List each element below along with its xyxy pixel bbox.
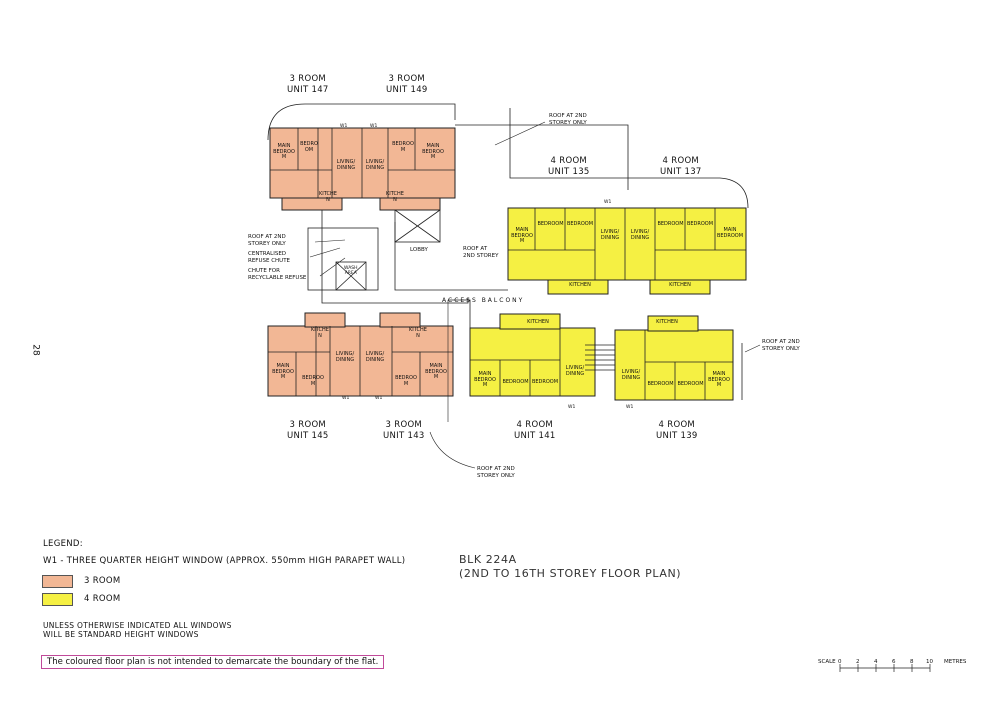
disclaimer-box: The coloured floor plan is not intended … <box>41 655 385 669</box>
room-living-dining: LIVING/ DINING <box>365 159 385 171</box>
scale-bar <box>839 664 931 672</box>
room-bedroom: BEDROOM <box>686 221 714 227</box>
room-kitchen: KITCHEN <box>319 191 337 203</box>
w1-label: W1 <box>342 396 350 401</box>
w1-label: W1 <box>568 405 576 410</box>
w1-label: W1 <box>626 405 634 410</box>
unit-135-137-block <box>507 207 747 295</box>
access-balcony-label: ACCESS BALCONY <box>442 297 525 304</box>
room-living-dining: LIVING/ DINING <box>335 351 355 363</box>
scale-label: SCALE <box>818 659 836 665</box>
room-main-bedroom: MAIN BEDROOM <box>474 371 496 389</box>
unit-145-143-block <box>267 312 454 397</box>
room-main-bedroom: MAIN BEDROOM <box>272 363 294 381</box>
legend-label-3room: 3 ROOM <box>84 576 121 586</box>
room-kitchen: KITCHEN <box>311 327 329 339</box>
room-bedroom: BEDROOM <box>392 141 414 153</box>
lobby-label: LOBBY <box>410 247 428 253</box>
room-bedroom: BEDROOM <box>566 221 594 227</box>
block-title: BLK 224A <box>459 553 517 566</box>
scale-tick: 8 <box>910 659 914 665</box>
w1-label: W1 <box>375 396 383 401</box>
unit-147-149-block <box>269 127 456 211</box>
room-bedroom: BEDROOM <box>300 141 318 153</box>
floor-plan-subtitle: (2ND TO 16TH STOREY FLOOR PLAN) <box>459 567 682 580</box>
room-living-dining: LIVING/ DINING <box>365 351 385 363</box>
scale-tick: 0 <box>838 659 842 665</box>
room-bedroom: BEDROOM <box>647 381 674 387</box>
scale-unit: METRES <box>944 659 967 665</box>
scale-tick: 2 <box>856 659 860 665</box>
room-main-bedroom: MAIN BEDROOM <box>273 143 295 161</box>
legend-label-4room: 4 ROOM <box>84 594 121 604</box>
room-main-bedroom: MAIN BEDROOM <box>716 227 744 239</box>
scale-tick: 4 <box>874 659 878 665</box>
room-bedroom: BEDROOM <box>302 375 324 387</box>
room-bedroom: BEDROOM <box>677 381 704 387</box>
room-living-dining: LIVING/ DINING <box>630 229 650 241</box>
room-kitchen: KITCHEN <box>669 282 691 288</box>
w1-label: W1 <box>604 200 612 205</box>
scale-tick: 6 <box>892 659 896 665</box>
room-bedroom: BEDROOM <box>537 221 564 227</box>
room-bedroom: BEDROOM <box>502 379 529 385</box>
legend-title: LEGEND: <box>43 539 83 549</box>
room-bedroom: BEDROOM <box>531 379 559 385</box>
room-kitchen: KITCHEN <box>656 319 678 325</box>
scale-tick: 10 <box>926 659 933 665</box>
room-living-dining: LIVING/ DINING <box>336 159 356 171</box>
legend-swatch-3room <box>42 575 73 588</box>
room-kitchen: KITCHEN <box>386 191 404 203</box>
room-kitchen: KITCHEN <box>527 319 549 325</box>
room-living-dining: LIVING/ DINING <box>565 365 585 377</box>
room-kitchen: KITCHEN <box>569 282 591 288</box>
unit-141-139-block <box>469 313 734 401</box>
room-kitchen: KITCHEN <box>409 327 427 339</box>
w1-label: W1 <box>370 124 378 129</box>
room-bedroom: BEDROOM <box>657 221 684 227</box>
room-main-bedroom: MAIN BEDROOM <box>422 143 444 161</box>
room-main-bedroom: MAIN BEDROOM <box>425 363 447 381</box>
core-area <box>307 209 615 371</box>
legend-swatch-4room <box>42 593 73 606</box>
room-main-bedroom: MAIN BEDROOM <box>708 371 730 389</box>
room-living-dining: LIVING/ DINING <box>600 229 620 241</box>
page-number: 28 <box>30 344 41 356</box>
room-living-dining: LIVING/ DINING <box>621 369 641 381</box>
legend-w1: W1 - THREE QUARTER HEIGHT WINDOW (APPROX… <box>43 556 406 566</box>
room-bedroom: BEDROOM <box>395 375 417 387</box>
room-main-bedroom: MAIN BEDROOM <box>511 227 533 245</box>
w1-label: W1 <box>340 124 348 129</box>
